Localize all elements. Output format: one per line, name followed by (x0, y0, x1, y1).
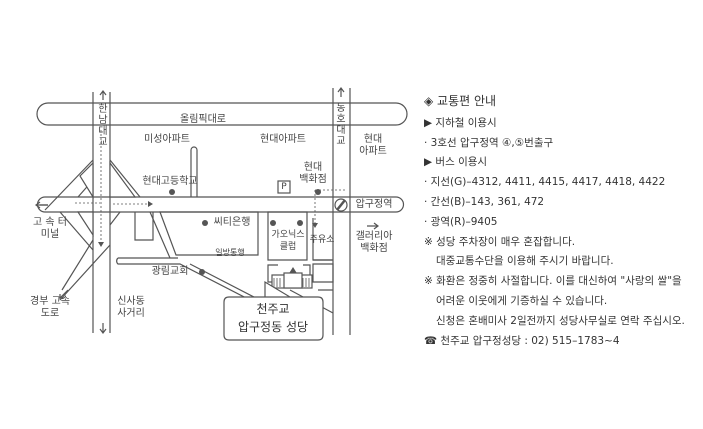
bus-express: · 광역(R)–9405 (424, 215, 498, 228)
label-hannam-bridge: 한남대교 (98, 104, 108, 148)
label-dongho-bridge: 동호대교 (336, 103, 346, 147)
note-parking-2: 대중교통수단을 이용해 주시기 바랍니다. (436, 255, 614, 268)
label-olympic-road: 올림픽대로 (180, 114, 226, 125)
church-icon (271, 267, 313, 289)
olympic-road (36, 102, 408, 126)
church-name-line1: 천주교 (256, 302, 290, 316)
block (134, 212, 154, 241)
subway-heading: ▶ 지하철 이용시 (424, 116, 497, 129)
church-callout: 천주교 압구정동 성당 (224, 297, 322, 342)
parking-icon (277, 180, 291, 194)
block (267, 211, 308, 261)
label-misung-apt: 미성아파트 (144, 134, 190, 145)
note-flowers-3: 신청은 혼배미사 2일전까지 성당사무실로 연락 주십시오. (436, 314, 685, 327)
phone-number: ☎ 천주교 압구정성당 : 02) 515–1783~4 (424, 334, 620, 347)
label-hyundai-apt-right: 현대 아파트 (359, 134, 387, 157)
label-gaonix: 가오닉스 클럽 (271, 230, 305, 252)
label-hyundai-dept: 현대 백화점 (299, 162, 327, 185)
church-callout-box (223, 280, 324, 341)
label-hyundai-high: 현대고등학교 (142, 176, 198, 187)
note-flowers: ※ 화환은 정중히 사절합니다. 이를 대신하여 "사랑의 쌀"을 (424, 275, 682, 288)
interchange-ramps (40, 159, 141, 301)
arrow-icon (35, 87, 379, 334)
label-apgujeong-station: 압구정역 (355, 199, 393, 210)
dongho-road (332, 88, 351, 335)
bus-branch: · 지선(G)–4312, 4411, 4415, 4417, 4418, 44… (424, 176, 666, 189)
church-name-line2: 압구정동 성당 (237, 320, 309, 334)
info-title: ◈ 교통편 안내 (424, 94, 497, 108)
landmark-dots (169, 189, 321, 275)
label-gas-station: 주유소 (309, 235, 335, 245)
parking-label: P (281, 182, 287, 192)
label-galleria: 갤러리아 백화점 (355, 231, 393, 254)
bus-heading: ▶ 버스 이용시 (424, 156, 488, 169)
bus-trunk: · 간선(B)–143, 361, 472 (424, 195, 545, 208)
transport-info: ◈ 교통편 안내 ▶ 지하철 이용시 · 3호선 압구정역 ④,⑤번출구 ▶ 버… (424, 92, 685, 351)
apgujeong-road (36, 196, 405, 213)
label-one-way: 일방통행 (215, 248, 245, 257)
label-kwanglim: 광림교회 (151, 266, 189, 277)
label-sinsa: 신사동 사거리 (117, 296, 145, 319)
label-gyeongbu: 경부 고속도로 (30, 296, 70, 319)
subway-line: · 3호선 압구정역 ④,⑤번출구 (424, 136, 554, 149)
note-flowers-2: 어려운 이웃에게 기증하실 수 있습니다. (436, 294, 608, 307)
label-citibank: 씨티은행 (213, 217, 251, 228)
note-parking: ※ 성당 주차장이 매우 혼잡합니다. (424, 235, 576, 248)
label-express-terminal: 고 속 터미널 (33, 217, 67, 240)
block (159, 211, 259, 256)
label-hyundai-apt: 현대아파트 (260, 134, 306, 145)
